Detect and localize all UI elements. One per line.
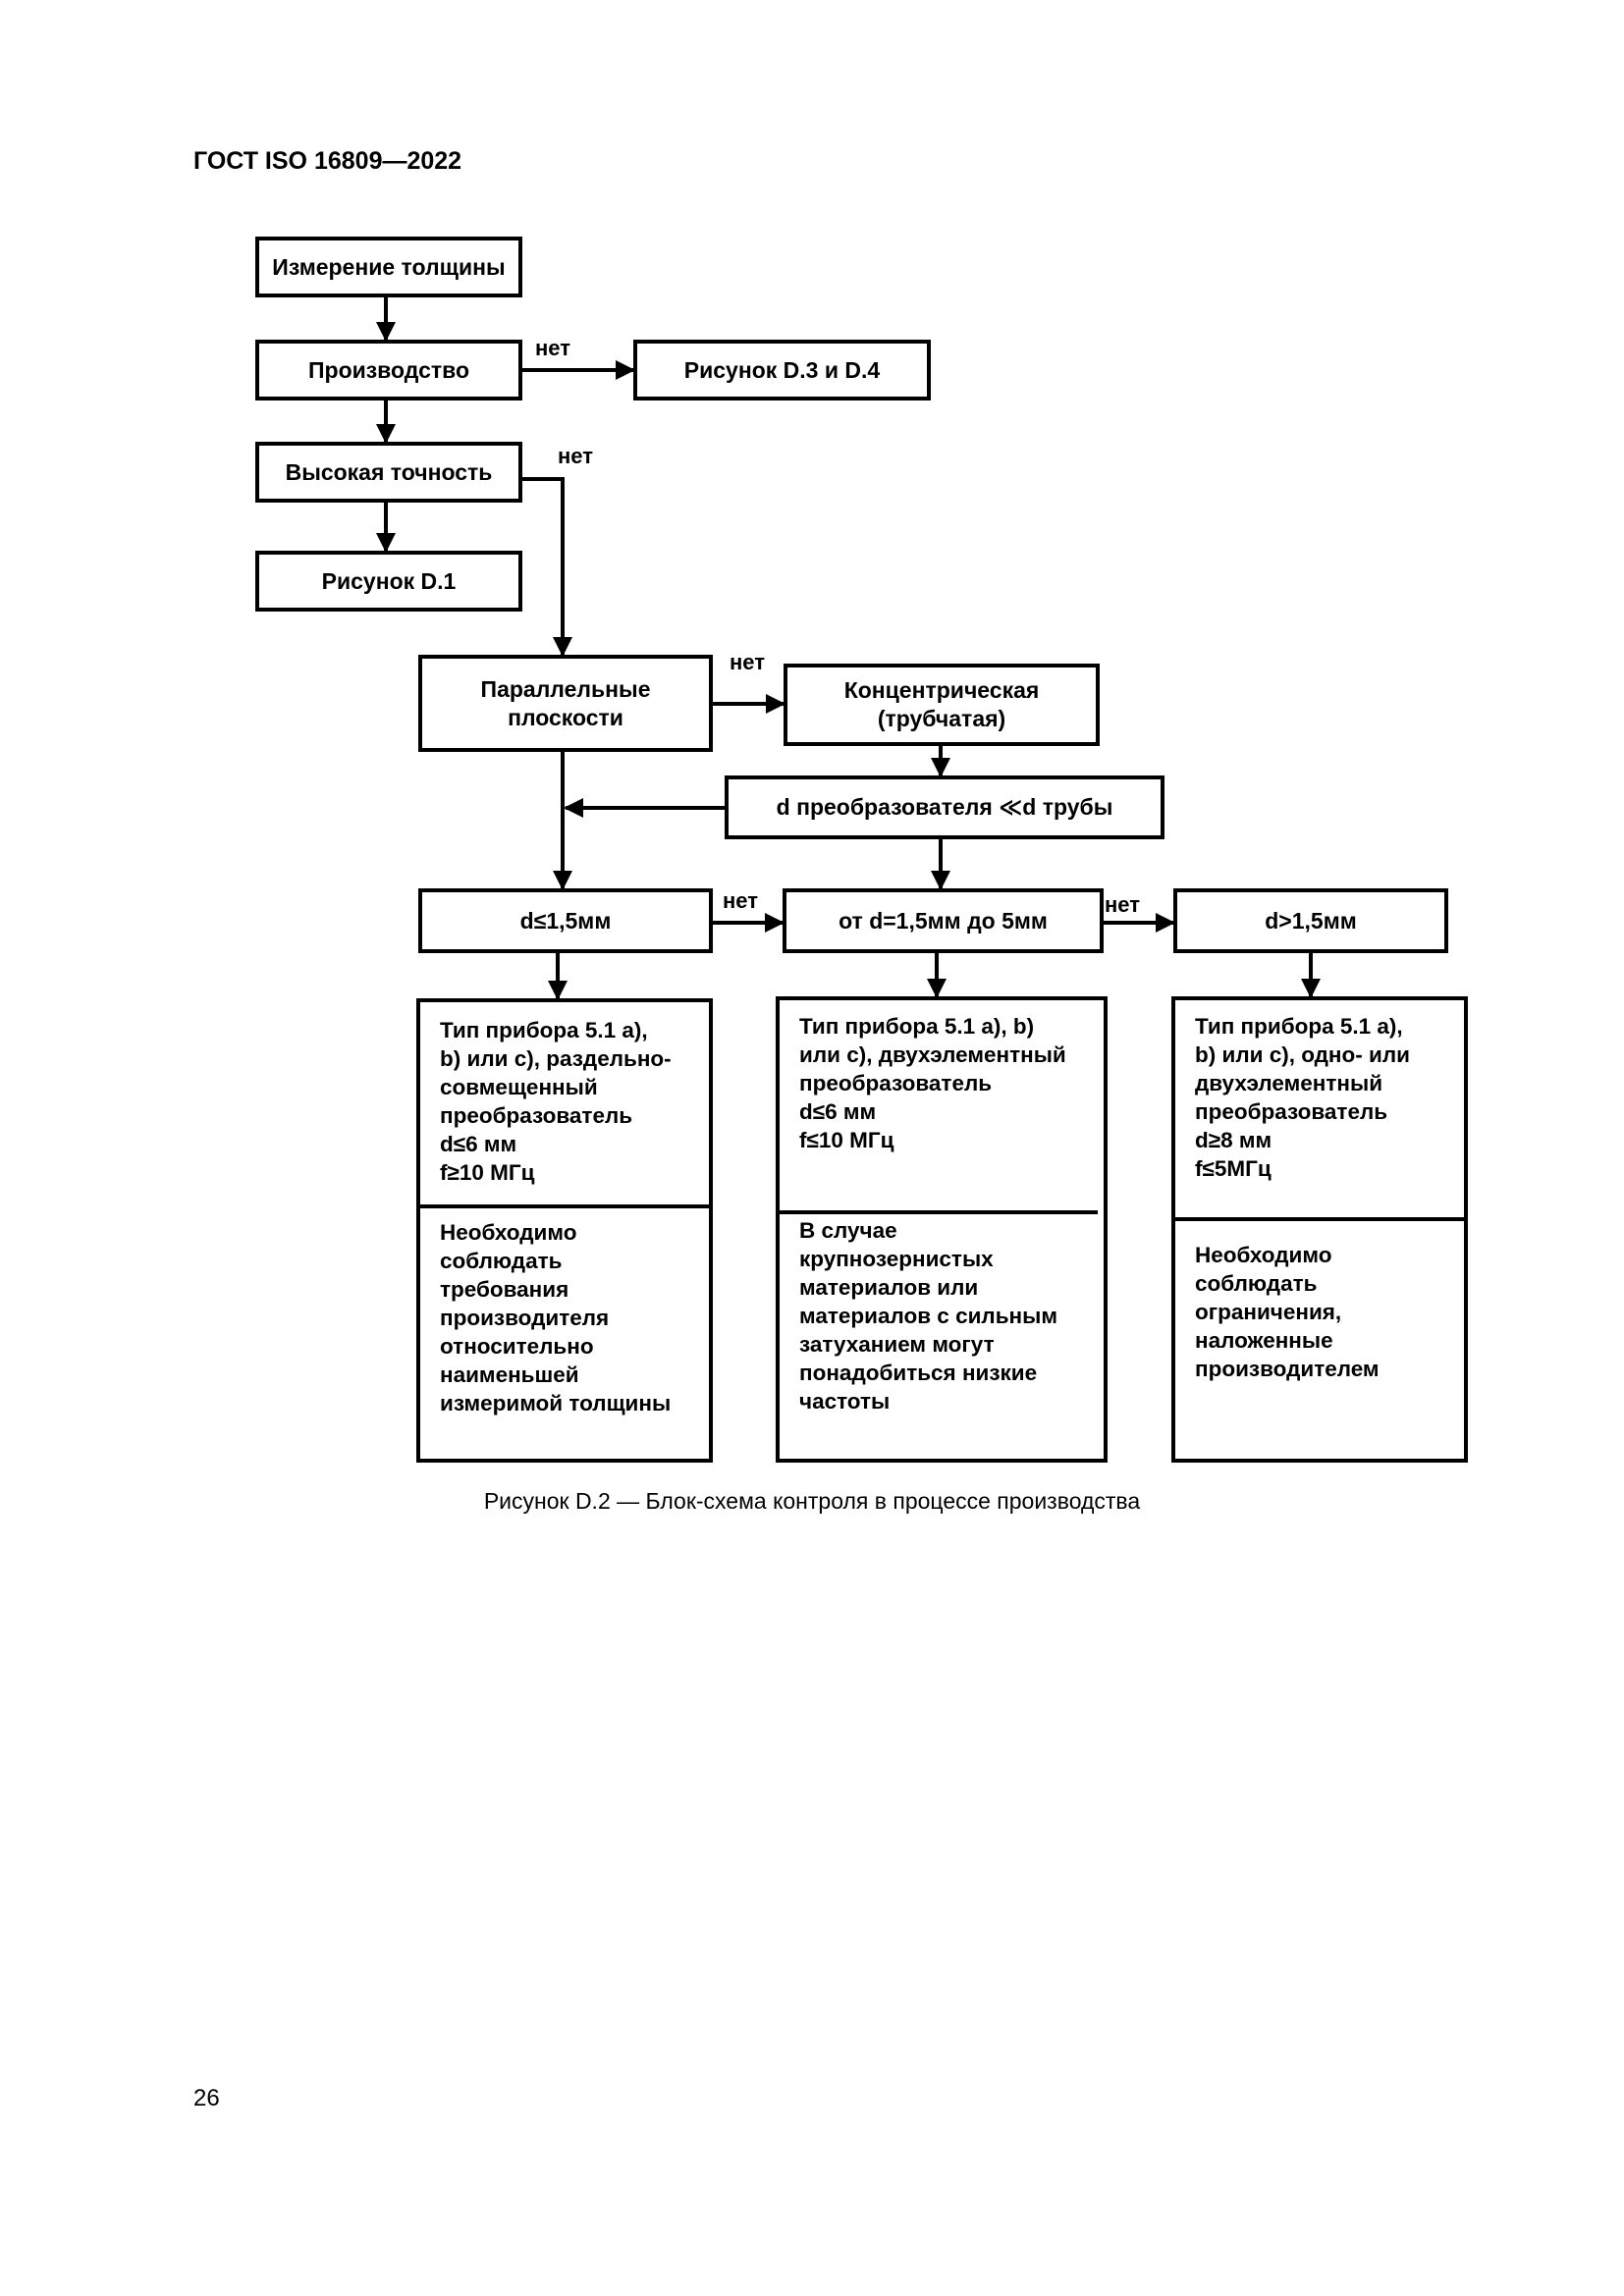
spec-line: f≤5МГц <box>1195 1156 1272 1181</box>
node-d-mid: от d=1,5мм до 5мм <box>783 888 1104 953</box>
spec-line: d≥8 мм <box>1195 1128 1272 1152</box>
spec-line: совмещенный <box>440 1075 598 1099</box>
note-line: В случае <box>799 1218 897 1243</box>
panel-right-note: Необходимо соблюдать ограничения, наложе… <box>1175 1241 1464 1383</box>
note-line: частоты <box>799 1389 891 1414</box>
panel-middle-spec: Тип прибора 5.1 а), b) или с), двухэлеме… <box>780 1000 1104 1154</box>
note-line: соблюдать <box>440 1249 563 1273</box>
note-line: соблюдать <box>1195 1271 1318 1296</box>
spec-line: Тип прибора 5.1 а), b) <box>799 1014 1035 1039</box>
spec-line: b) или с), одно- или <box>1195 1042 1410 1067</box>
spec-line: Тип прибора 5.1 а), <box>1195 1014 1403 1039</box>
note-line: Необходимо <box>440 1220 577 1245</box>
panel-middle-divider <box>776 1210 1098 1214</box>
label-no-parallel: нет <box>730 650 766 674</box>
node-high-precision: Высокая точность <box>255 442 522 503</box>
label-no-high-precision: нет <box>558 444 594 468</box>
spec-line: f≥10 МГц <box>440 1160 535 1185</box>
document-code: ГОСТ ISO 16809—2022 <box>193 147 462 175</box>
panel-middle: Тип прибора 5.1 а), b) или с), двухэлеме… <box>776 996 1108 1463</box>
note-line: материалов с сильным <box>799 1304 1057 1328</box>
note-line: производителя <box>440 1306 610 1330</box>
node-figure-d3-d4: Рисунок D.3 и D.4 <box>633 340 931 400</box>
note-line: материалов или <box>799 1275 979 1300</box>
spec-line: Тип прибора 5.1 а), <box>440 1018 648 1042</box>
node-parallel-planes: Параллельные плоскости <box>418 655 713 752</box>
page-number: 26 <box>193 2085 220 2111</box>
note-line: крупнозернистых <box>799 1247 994 1271</box>
panel-right: Тип прибора 5.1 а), b) или с), одно- или… <box>1171 996 1468 1463</box>
panel-middle-note: В случае крупнозернистых материалов или … <box>780 1216 1104 1415</box>
spec-line: или с), двухэлементный <box>799 1042 1066 1067</box>
spec-line: d≤6 мм <box>440 1132 517 1156</box>
node-concentric-tube: Концентрическая (трубчатая) <box>784 664 1100 746</box>
note-line: понадобиться низкие <box>799 1361 1038 1385</box>
arrow-high-precision-parallel <box>520 477 572 657</box>
spec-line: двухэлементный <box>1195 1071 1383 1095</box>
node-transducer-vs-pipe: d преобразователя ≪d трубы <box>725 775 1164 839</box>
label-no-d-small: нет <box>723 888 759 913</box>
node-d-small: d≤1,5мм <box>418 888 713 953</box>
note-line: ограничения, <box>1195 1300 1342 1324</box>
note-line: требования <box>440 1277 569 1302</box>
panel-right-divider <box>1175 1217 1468 1221</box>
node-production: Производство <box>255 340 522 400</box>
note-line: наложенные <box>1195 1328 1333 1353</box>
spec-line: b) или с), раздельно- <box>440 1046 672 1071</box>
node-thickness-measurement: Измерение толщины <box>255 237 522 297</box>
panel-left: Тип прибора 5.1 а), b) или с), раздельно… <box>416 998 713 1463</box>
note-line: наименьшей <box>440 1362 579 1387</box>
spec-line: d≤6 мм <box>799 1099 877 1124</box>
spec-line: преобразователь <box>799 1071 993 1095</box>
note-line: измеримой толщины <box>440 1391 672 1415</box>
note-line: относительно <box>440 1334 594 1359</box>
spec-line: преобразователь <box>1195 1099 1388 1124</box>
note-line: затуханием могут <box>799 1332 995 1357</box>
panel-left-note: Необходимо соблюдать требования производ… <box>420 1216 709 1417</box>
label-no-d-mid: нет <box>1105 892 1141 917</box>
note-line: Необходимо <box>1195 1243 1332 1267</box>
spec-line: f≤10 МГц <box>799 1128 894 1152</box>
panel-left-divider <box>416 1204 713 1208</box>
note-line: производителем <box>1195 1357 1380 1381</box>
figure-caption: Рисунок D.2 — Блок-схема контроля в проц… <box>483 1488 1141 1514</box>
node-figure-d1: Рисунок D.1 <box>255 551 522 612</box>
spec-line: преобразователь <box>440 1103 633 1128</box>
label-no-production: нет <box>535 336 571 360</box>
panel-right-spec: Тип прибора 5.1 а), b) или с), одно- или… <box>1175 1000 1464 1183</box>
panel-left-spec: Тип прибора 5.1 а), b) или с), раздельно… <box>420 1004 709 1187</box>
node-d-large: d>1,5мм <box>1173 888 1448 953</box>
